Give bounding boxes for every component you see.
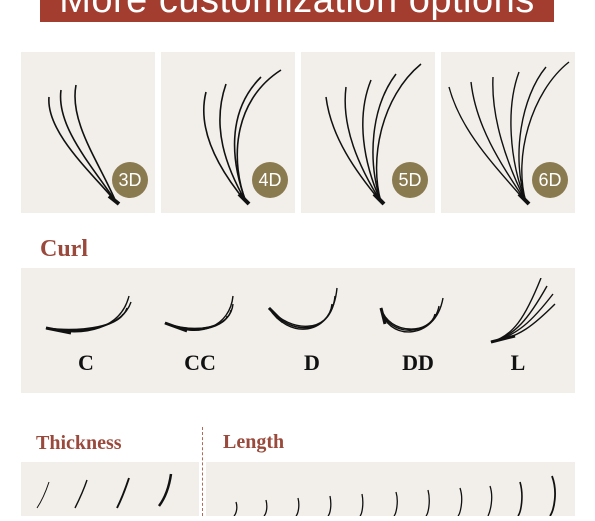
fan-card-6d: 6D: [441, 52, 575, 213]
curl-d-illustration: [267, 287, 338, 330]
curl-label: L: [510, 350, 526, 375]
thickness-lashes-illustration: [36, 473, 173, 509]
curl-item-c: C: [31, 268, 141, 393]
fan-badge: 5D: [392, 162, 428, 198]
fan-card-4d: 4D: [161, 52, 295, 213]
fan-card-5d: 5D: [301, 52, 435, 213]
curl-item-l: L: [463, 268, 573, 393]
curl-dd-illustration: [379, 297, 444, 333]
curl-item-d: D: [257, 268, 367, 393]
curl-l-illustration: [490, 278, 556, 344]
length-strip: [206, 462, 575, 517]
fan-badge: 4D: [252, 162, 288, 198]
curl-c-illustration: [45, 295, 132, 335]
lash-fan-4d-illustration: [202, 69, 282, 206]
fan-card-3d: 3D: [21, 52, 155, 213]
fan-badge: 3D: [112, 162, 148, 198]
section-divider: [202, 427, 203, 516]
lash-fan-5d-illustration: [325, 63, 422, 206]
banner-title: More customization options: [40, 0, 554, 22]
thickness-strip: [21, 462, 199, 516]
curl-title: Curl: [40, 236, 88, 262]
lash-fan-6d-illustration: [448, 61, 570, 206]
curl-item-dd: DD: [363, 268, 473, 393]
curl-label: D: [304, 350, 320, 375]
curl-panel: C CC D: [21, 268, 575, 393]
curl-cc-illustration: [164, 295, 234, 333]
fan-badge: 6D: [532, 162, 568, 198]
curl-label: DD: [402, 350, 434, 375]
thickness-title: Thickness: [36, 432, 122, 454]
curl-label: C: [78, 350, 94, 375]
curl-item-cc: CC: [145, 268, 255, 393]
curl-label: CC: [184, 350, 216, 375]
lash-fan-3d-illustration: [48, 84, 121, 206]
length-lashes-illustration: [233, 475, 556, 517]
length-title: Length: [223, 431, 285, 453]
